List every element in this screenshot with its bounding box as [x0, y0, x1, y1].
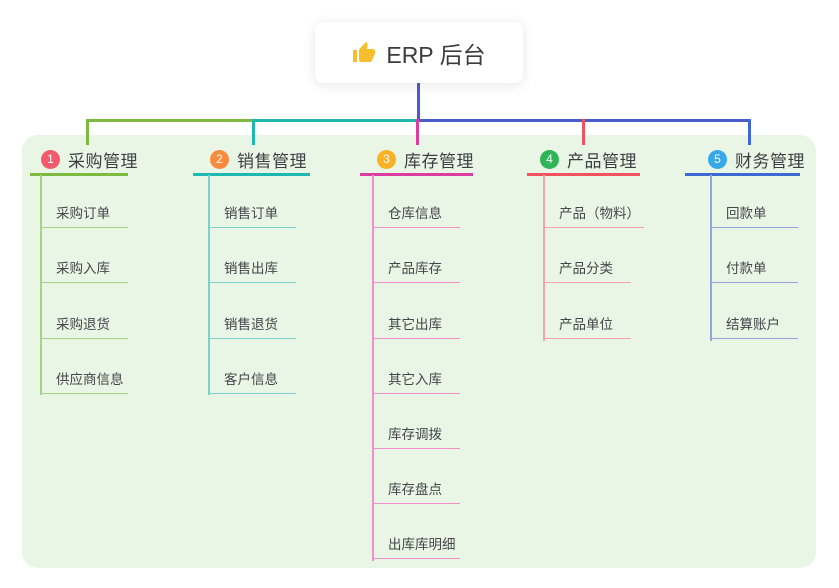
- child-node[interactable]: 采购退货: [40, 315, 128, 339]
- child-node[interactable]: 销售退货: [208, 315, 296, 339]
- map-background-panel: [22, 135, 816, 568]
- connector-drop-product: [582, 119, 585, 145]
- branch-number-badge: 5: [708, 149, 727, 169]
- connector-drop-purchase: [86, 119, 89, 145]
- root-label: ERP 后台: [386, 41, 486, 68]
- child-node[interactable]: 采购入库: [40, 259, 128, 283]
- child-node[interactable]: 出库库明细: [372, 535, 460, 559]
- branch-tree-line-finance: [710, 175, 712, 341]
- child-node[interactable]: 产品（物料）: [543, 204, 644, 228]
- connector-drop-inventory: [416, 119, 419, 145]
- child-node[interactable]: 销售出库: [208, 259, 296, 283]
- branch-underline-purchase: [30, 173, 128, 176]
- branch-underline-product: [527, 173, 640, 176]
- branch-node-finance[interactable]: 5 财务管理: [708, 148, 805, 171]
- branch-underline-inventory: [360, 173, 473, 176]
- child-node[interactable]: 客户信息: [208, 370, 296, 394]
- branch-underline-sales: [193, 173, 310, 176]
- branch-title: 销售管理: [237, 151, 307, 171]
- connector-drop-finance: [748, 119, 751, 145]
- branch-title: 财务管理: [735, 151, 805, 171]
- child-node[interactable]: 其它出库: [372, 315, 460, 339]
- child-node[interactable]: 回款单: [710, 204, 798, 228]
- branch-tree-line-inventory: [372, 175, 374, 561]
- root-node[interactable]: ERP 后台: [315, 22, 523, 83]
- branch-underline-finance: [685, 173, 800, 176]
- branch-number-badge: 1: [41, 149, 60, 169]
- branch-number-badge: 3: [377, 149, 396, 169]
- child-node[interactable]: 付款单: [710, 259, 798, 283]
- child-node[interactable]: 产品库存: [372, 259, 460, 283]
- branch-tree-line-purchase: [40, 175, 42, 395]
- child-node[interactable]: 产品分类: [543, 259, 631, 283]
- child-node[interactable]: 产品单位: [543, 315, 631, 339]
- child-node[interactable]: 销售订单: [208, 204, 296, 228]
- child-node[interactable]: 结算账户: [710, 315, 798, 339]
- branch-tree-line-product: [543, 175, 545, 341]
- branch-title: 库存管理: [404, 151, 474, 171]
- thumbs-up-icon: [352, 41, 376, 65]
- child-node[interactable]: 库存盘点: [372, 480, 460, 504]
- connector-drop-sales: [252, 119, 255, 145]
- branch-tree-line-sales: [208, 175, 210, 395]
- child-node[interactable]: 仓库信息: [372, 204, 460, 228]
- branch-node-sales[interactable]: 2 销售管理: [210, 148, 307, 171]
- child-node[interactable]: 采购订单: [40, 204, 128, 228]
- branch-node-product[interactable]: 4 产品管理: [540, 148, 637, 171]
- branch-node-inventory[interactable]: 3 库存管理: [377, 148, 474, 171]
- branch-node-purchase[interactable]: 1 采购管理: [41, 148, 138, 171]
- branch-title: 产品管理: [567, 151, 637, 171]
- child-node[interactable]: 供应商信息: [40, 370, 128, 394]
- connector-segment-purchase: [86, 119, 253, 122]
- child-node[interactable]: 其它入库: [372, 370, 460, 394]
- branch-number-badge: 2: [210, 149, 229, 169]
- branch-number-badge: 4: [540, 149, 559, 169]
- child-node[interactable]: 库存调拨: [372, 425, 460, 449]
- connector-segment-sales: [253, 119, 418, 122]
- root-stem-line: [417, 83, 420, 119]
- branch-title: 采购管理: [68, 151, 138, 171]
